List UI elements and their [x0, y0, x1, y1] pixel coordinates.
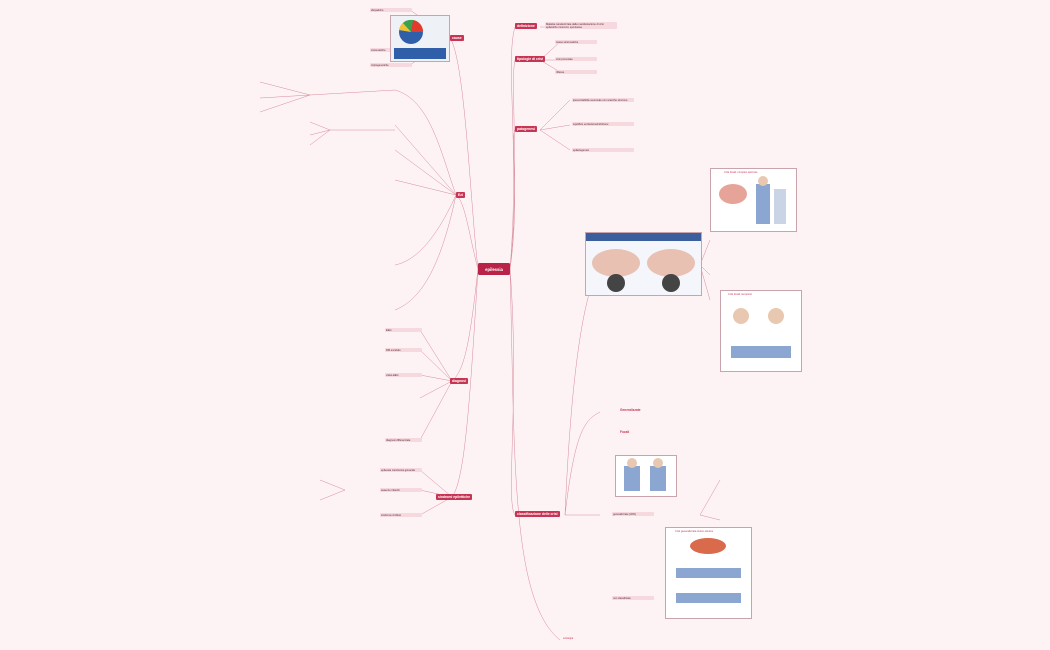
central-topic[interactable]: epilessia: [478, 263, 510, 275]
node-pat-1[interactable]: ipereccitabilità neuronale con scariche …: [572, 98, 634, 103]
branch-cause[interactable]: cause: [450, 35, 464, 41]
node-pat-3[interactable]: epilettogenesi: [572, 148, 634, 153]
node-cause-1[interactable]: idiopatiche: [370, 8, 412, 13]
node-tip-3[interactable]: riflesse: [555, 70, 597, 75]
branch-definizione[interactable]: definizione: [515, 23, 537, 29]
branch-ezi[interactable]: Ezi: [456, 192, 465, 198]
node-definizione[interactable]: Malattia caratterizzata dalla manifestaz…: [545, 22, 617, 30]
brain-figure: [585, 232, 702, 296]
pie-icon: [394, 19, 446, 59]
figure-focal-complex: Crisi focali: complex seizures: [710, 168, 797, 232]
node-sind-2[interactable]: assenze infantili: [380, 488, 422, 493]
node-cls-2[interactable]: Generalizzate: [620, 408, 641, 412]
branch-classificazione[interactable]: classificazione delle crisi: [515, 511, 560, 517]
figure-absence: [615, 455, 677, 497]
node-cause-3[interactable]: criptogenetiche: [370, 63, 412, 68]
branch-diagnosi[interactable]: diagnosi: [450, 378, 468, 384]
node-tip-1[interactable]: cause sintomatiche: [555, 40, 597, 45]
node-diag-2[interactable]: RM encefalo: [385, 348, 422, 353]
figure-title-3: Crisi generalizzata tonico-clonica: [675, 529, 713, 533]
figure-title-1: Crisi focali: complex seizures: [724, 170, 758, 174]
node-diag-3[interactable]: video-EEG: [385, 373, 422, 378]
children-icon: [624, 458, 666, 491]
node-cls-3[interactable]: Focali: [620, 430, 630, 434]
figure-tonic-clonic: Crisi generalizzata tonico-clonica: [665, 527, 752, 619]
node-sind-3[interactable]: sindrome di West: [380, 513, 422, 518]
node-cls-5[interactable]: non classificate: [612, 596, 654, 601]
branch-eziologia[interactable]: eziologia: [563, 636, 574, 640]
figure-focal-temporal: Crisi focali: temporal: [720, 290, 802, 372]
seizure-icon: [731, 308, 791, 358]
node-diag-4[interactable]: diagnosi differenziale: [385, 438, 422, 443]
figure-title-2: Crisi focali: temporal: [728, 292, 752, 296]
branch-sindromi[interactable]: sindromi epilettiche: [436, 494, 473, 500]
node-tip-2[interactable]: crisi provocate: [555, 57, 597, 62]
node-diag-1[interactable]: EEG: [385, 328, 422, 333]
branch-patogenesi[interactable]: patogenesi: [515, 126, 537, 132]
brain-icon: [586, 233, 701, 292]
node-pat-2[interactable]: squilibrio eccitazione/inibizione: [572, 122, 634, 127]
branch-tipologie[interactable]: tipologie di crisi: [515, 56, 545, 62]
tonic-clonic-icon: [676, 538, 741, 603]
node-cls-4[interactable]: generalizzate (40%): [612, 512, 654, 517]
node-sind-1[interactable]: epilessia mioclonica giovanile: [380, 468, 422, 473]
pie-chart-figure: [390, 15, 450, 62]
patient-icon: [719, 176, 786, 224]
